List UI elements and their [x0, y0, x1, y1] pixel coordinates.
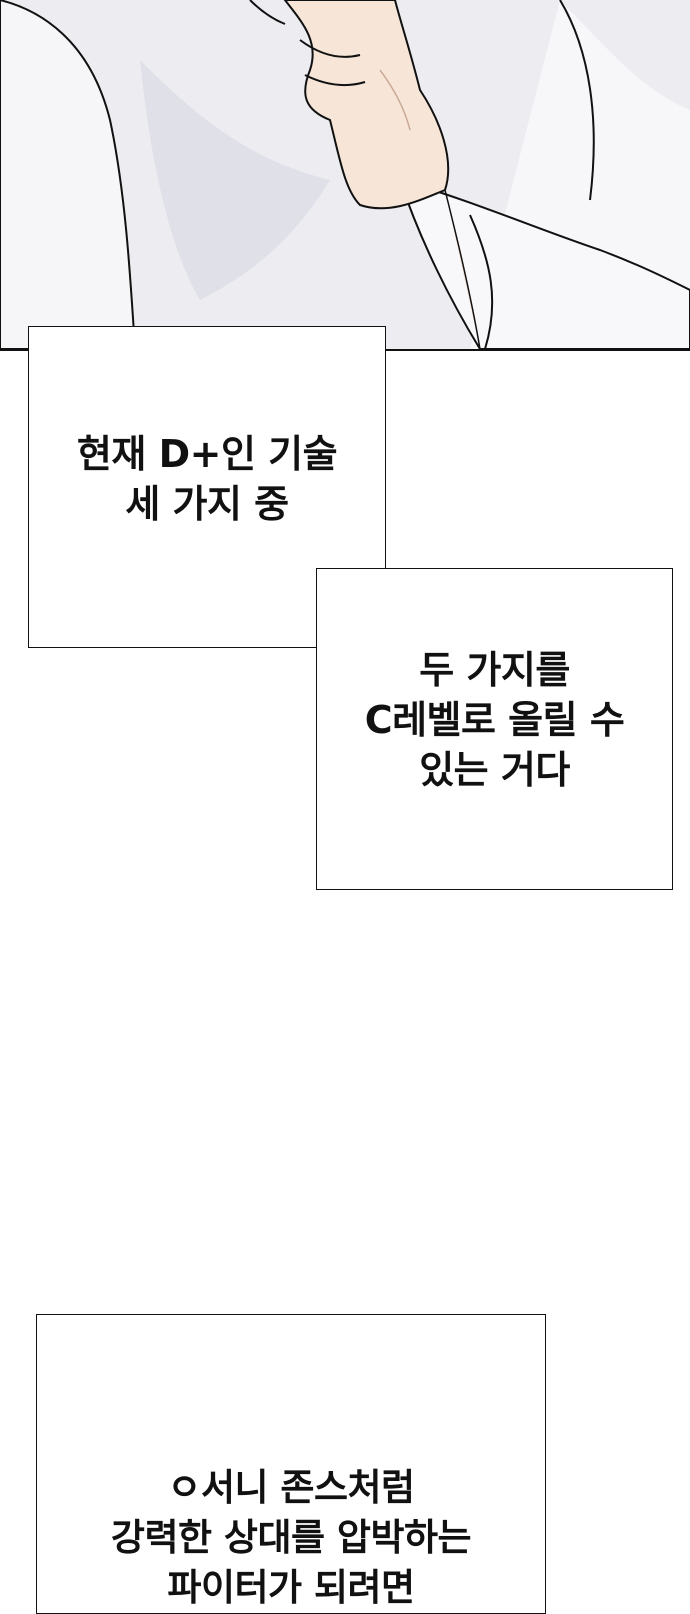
caption-line: 있는 거다 — [419, 748, 570, 792]
caption-line: C레벨로 올릴 수 — [364, 698, 625, 742]
caption-line: ㅇ서니 존스처럼 — [167, 1466, 415, 1509]
caption-box-3: ㅇ서니 존스처럼 강력한 상대를 압박하는 파이터가 되려면 — [36, 1314, 546, 1614]
caption-joint — [317, 569, 385, 647]
caption-line: 현재 D+인 기술 — [76, 432, 338, 476]
comic-panel-illustration — [0, 0, 690, 351]
caption-line: 파이터가 되려면 — [167, 1566, 415, 1609]
caption-box-1-text: 현재 D+인 기술 세 가지 중 — [29, 429, 385, 529]
caption-box-3-text: ㅇ서니 존스처럼 강력한 상대를 압박하는 파이터가 되려면 — [37, 1463, 545, 1613]
caption-box-2-text: 두 가지를 C레벨로 올릴 수 있는 거다 — [317, 645, 672, 795]
caption-line: 세 가지 중 — [125, 482, 289, 526]
caption-line: 두 가지를 — [419, 648, 570, 692]
caption-box-1: 현재 D+인 기술 세 가지 중 — [28, 326, 386, 648]
caption-box-2: 두 가지를 C레벨로 올릴 수 있는 거다 — [316, 568, 673, 890]
illustration-figure — [0, 0, 690, 349]
caption-line: 강력한 상대를 압박하는 — [110, 1516, 472, 1559]
